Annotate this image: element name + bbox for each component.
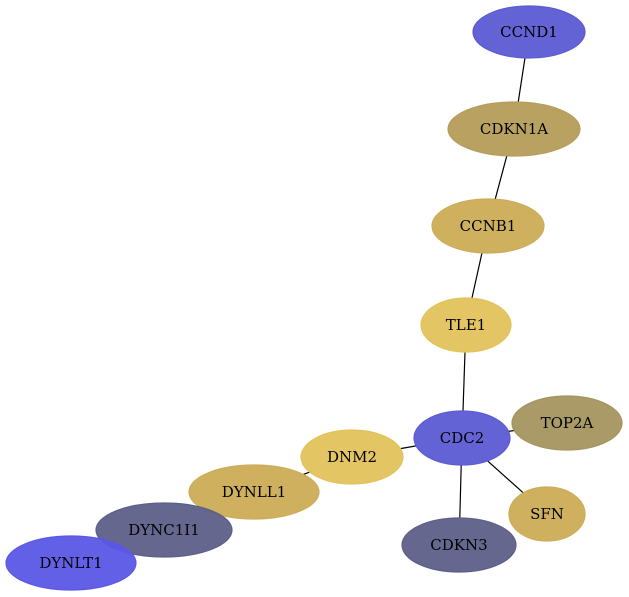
edge-cdkn1a-ccnb1	[494, 155, 508, 200]
node-shape	[95, 502, 233, 558]
node-shape	[5, 535, 137, 591]
edge-cdc2-dnm2	[400, 445, 417, 450]
edge-cdc2-top2a	[508, 429, 515, 432]
node-dnm2[interactable]: DNM2	[300, 429, 404, 485]
node-label: CDKN3	[430, 536, 487, 554]
node-label: SFN	[530, 505, 564, 523]
node-shape	[401, 517, 517, 573]
node-top2a[interactable]: TOP2A	[511, 395, 623, 451]
node-label: CCNB1	[460, 217, 517, 235]
node-dynll1[interactable]: DYNLL1	[188, 464, 320, 520]
node-shape	[413, 410, 511, 466]
node-label: DYNLL1	[222, 483, 287, 501]
node-shape	[188, 464, 320, 520]
node-dync1i1[interactable]: DYNC1I1	[95, 502, 233, 558]
node-shape	[420, 297, 512, 353]
node-label: TOP2A	[541, 414, 594, 432]
edge-ccnd1-cdkn1a	[517, 57, 526, 103]
node-shape	[508, 486, 586, 542]
node-ccnd1[interactable]: CCND1	[472, 5, 586, 59]
edge-ccnb1-tle1	[471, 252, 483, 299]
node-label: CDKN1A	[480, 120, 548, 138]
node-cdkn3[interactable]: CDKN3	[401, 517, 517, 573]
node-shape	[472, 5, 586, 59]
node-label: TLE1	[446, 316, 486, 334]
node-shape	[447, 101, 581, 157]
node-ccnb1[interactable]: CCNB1	[431, 198, 545, 254]
node-dynlt1[interactable]: DYNLT1	[5, 535, 137, 591]
node-label: CDC2	[440, 429, 485, 447]
node-shape	[511, 395, 623, 451]
node-shape	[431, 198, 545, 254]
node-label: DYNC1I1	[128, 521, 200, 539]
node-label: CCND1	[500, 23, 558, 41]
node-sfn[interactable]: SFN	[508, 486, 586, 542]
edge-cdc2-sfn	[487, 460, 524, 494]
node-cdc2[interactable]: CDC2	[413, 410, 511, 466]
edge-dnm2-dynll1	[303, 471, 310, 475]
node-cdkn1a[interactable]: CDKN1A	[447, 101, 581, 157]
node-label: DNM2	[327, 448, 377, 466]
node-label: DYNLT1	[39, 554, 102, 572]
node-shape	[300, 429, 404, 485]
edge-cdc2-cdkn3	[459, 464, 462, 519]
node-tle1[interactable]: TLE1	[420, 297, 512, 353]
edge-tle1-cdc2	[462, 351, 466, 412]
